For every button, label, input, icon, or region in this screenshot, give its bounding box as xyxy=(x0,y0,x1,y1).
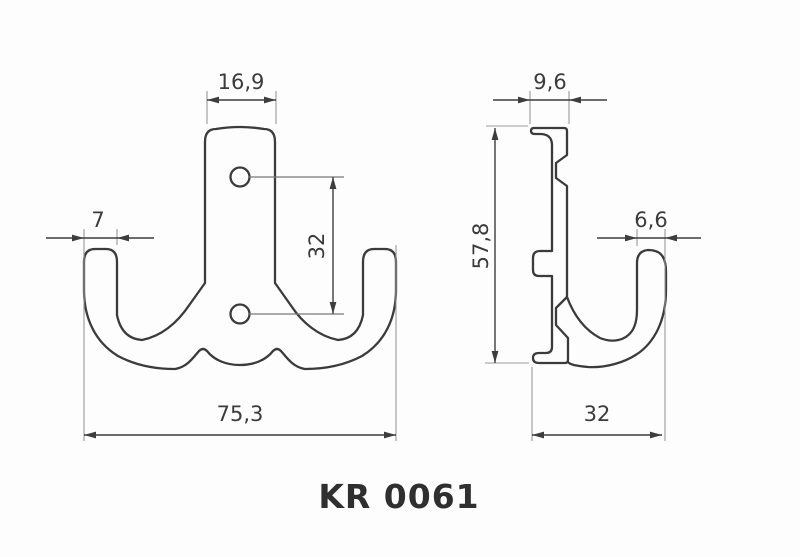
arrow-head xyxy=(264,96,276,104)
arrow-head xyxy=(518,96,530,104)
front-view: 16,9 7 32 75,3 xyxy=(46,70,398,441)
dim-label-tip-thickness: 6,6 xyxy=(634,208,667,232)
arrow-head xyxy=(72,234,84,242)
screw-hole-bottom xyxy=(229,303,251,325)
arrow-head xyxy=(625,234,637,242)
dim-label-plate-depth: 9,6 xyxy=(533,70,566,94)
dim-label-total-height: 57,8 xyxy=(469,223,493,270)
front-outline-path xyxy=(82,125,398,371)
dim-label-total-width: 75,3 xyxy=(217,402,264,426)
arrow-head xyxy=(569,96,581,104)
arrow-head xyxy=(532,431,544,439)
dim-label-hole-spacing: 32 xyxy=(305,233,329,260)
arrow-head xyxy=(665,234,677,242)
drawing-title: KR 0061 xyxy=(318,477,479,516)
arrow-head xyxy=(207,96,219,104)
arrow-head xyxy=(491,128,499,140)
screw-hole-top xyxy=(229,166,251,188)
arrow-head xyxy=(650,431,662,439)
arrow-head xyxy=(117,234,129,242)
side-hook-arm-path xyxy=(565,248,668,369)
dim-label-plate-width: 16,9 xyxy=(218,70,265,94)
arrow-head xyxy=(329,177,337,189)
dim-label-total-depth: 32 xyxy=(584,402,611,426)
arrow-head xyxy=(491,351,499,363)
side-plate-profile-path xyxy=(529,126,570,365)
arrow-head xyxy=(384,431,396,439)
arrow-head xyxy=(329,302,337,314)
dim-label-tip-width: 7 xyxy=(91,208,104,232)
arrow-head xyxy=(84,431,96,439)
side-view: 9,6 57,8 6,6 32 xyxy=(469,70,701,441)
